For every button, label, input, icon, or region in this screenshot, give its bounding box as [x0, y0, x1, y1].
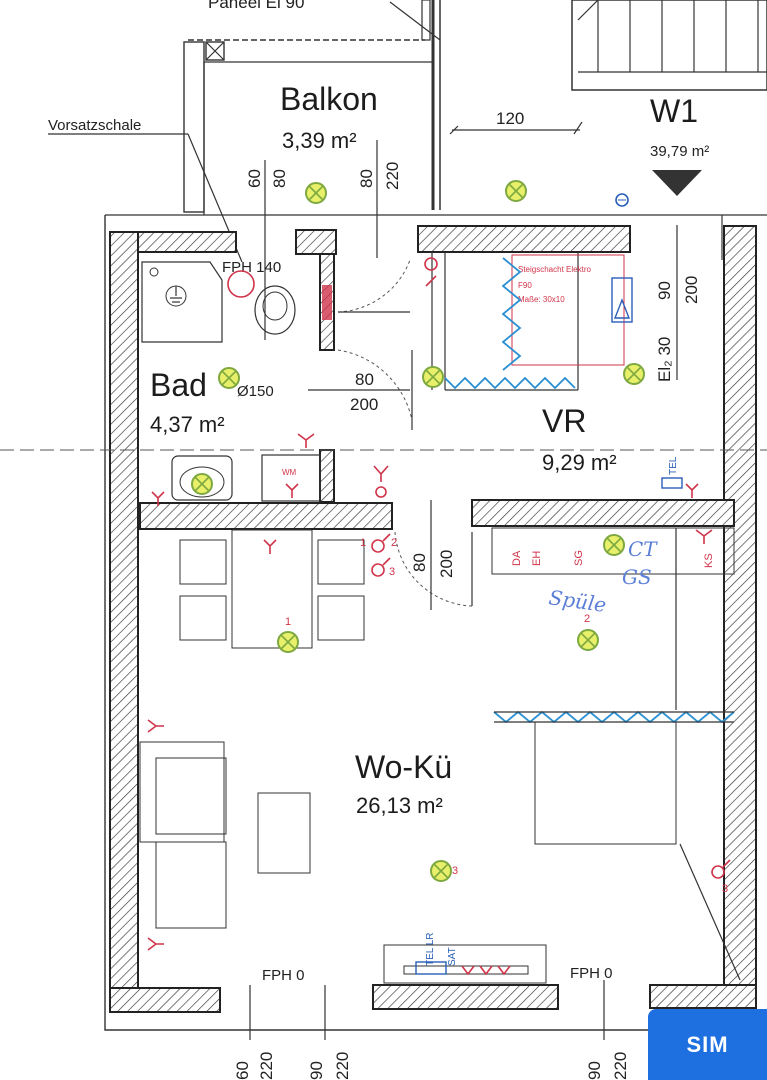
interior-partitions — [0, 252, 767, 451]
label-sg: SG — [573, 550, 585, 566]
socket-icon — [373, 465, 389, 482]
socket-icon — [263, 539, 277, 554]
label-eh: EH — [531, 551, 543, 566]
label-vorsatzschale: Vorsatzschale — [48, 117, 141, 134]
sim-logo: SIM — [648, 1009, 767, 1080]
dim-bottom-90b: 90 — [585, 1061, 604, 1080]
switch-marker-2: 2 — [391, 537, 397, 549]
label-el2: El₂ 30 — [655, 337, 674, 382]
dim-bottom-220b: 220 — [333, 1052, 352, 1080]
label-fph-140: FPH 140 — [222, 259, 281, 276]
staircase — [571, 0, 767, 91]
socket-icon — [695, 529, 713, 544]
label-wm: WM — [282, 468, 297, 477]
lamp-icon — [305, 182, 327, 204]
drain-icon — [227, 270, 255, 298]
label-pipe: Ø150 — [237, 383, 274, 400]
dim-80d: 80 — [410, 553, 429, 572]
label-steigschacht-2: F90 — [518, 281, 532, 290]
label-ks: KS — [703, 553, 715, 568]
room-area-w1: 39,79 m² — [650, 143, 709, 160]
socket-icon — [297, 433, 315, 448]
sensor-icon — [615, 193, 629, 207]
dim-bottom-60: 60 — [233, 1061, 252, 1080]
lamp-icon — [277, 631, 299, 653]
switch-marker-3: 3 — [389, 566, 395, 578]
room-name-w1: W1 — [650, 93, 698, 129]
switch-icon — [424, 257, 438, 287]
lamp-icon — [505, 180, 527, 202]
dim-60a: 60 — [245, 169, 264, 188]
switch-icon — [711, 859, 731, 879]
label-tel: TEL — [668, 456, 679, 475]
dim-80b: 80 — [357, 169, 376, 188]
lamp-icon — [577, 629, 599, 651]
room-name-bad: Bad — [150, 367, 207, 403]
dining-set — [179, 529, 365, 649]
room-name-vr: VR — [542, 403, 586, 439]
dim-bottom-90a: 90 — [307, 1061, 326, 1080]
lamp-marker-1: 1 — [285, 616, 291, 628]
electrical-shaft: Steigschacht Elektro F90 Maße: 30x10 — [444, 193, 633, 390]
lamp-icon — [191, 473, 213, 495]
handwritten-ct: CT — [628, 537, 658, 561]
label-tel-lr: TEL LR — [425, 932, 436, 966]
balcony — [183, 41, 432, 215]
lamp-icon — [603, 534, 625, 556]
switch-icon — [371, 557, 391, 577]
lamp-icon — [623, 363, 645, 385]
dim-90a: 90 — [655, 281, 674, 300]
washing-machine — [261, 454, 321, 502]
dim-200b: 200 — [350, 395, 378, 414]
socket-icon — [285, 483, 299, 498]
lamp-marker-2: 2 — [584, 613, 590, 625]
tv-socket-row — [415, 961, 511, 976]
switch-icon — [371, 533, 391, 553]
lamp-marker-3: 3 — [452, 865, 458, 877]
switch-icon — [375, 486, 387, 498]
room-area-woku: 26,13 m² — [356, 793, 443, 818]
lamp-icon — [218, 367, 240, 389]
toilet-icon — [254, 285, 296, 335]
living-furniture — [139, 721, 741, 984]
bathroom-fixtures: Ø150 WM — [141, 261, 332, 502]
dim-220a: 220 — [383, 162, 402, 190]
switch-marker-right-3: 3 — [722, 883, 728, 895]
label-sat: SAT — [447, 947, 458, 966]
dim-bottom-220c: 220 — [611, 1052, 630, 1080]
socket-icon — [147, 937, 164, 951]
door-swings — [337, 259, 473, 607]
dim-200c: 200 — [437, 550, 456, 578]
exterior-walls — [109, 225, 757, 1013]
dim-200a: 200 — [682, 276, 701, 304]
handwritten-gs: GS — [622, 565, 652, 589]
dim-bottom-220a: 220 — [257, 1052, 276, 1080]
socket-icon — [147, 719, 164, 733]
lamp-icon — [430, 860, 452, 882]
label-steigschacht-1: Steigschacht Elektro — [518, 265, 591, 274]
handwritten-spuele: Spüle — [547, 585, 607, 617]
room-name-woku: Wo-Kü — [355, 749, 452, 785]
switch-marker-1: 1 — [360, 537, 366, 549]
dim-120: 120 — [496, 109, 524, 128]
label-steigschacht-3: Maße: 30x10 — [518, 295, 565, 304]
sink-icon — [171, 455, 233, 501]
kitchen-counter — [491, 527, 735, 710]
socket-icon — [685, 483, 699, 498]
label-fph-0-right: FPH 0 — [570, 965, 613, 982]
top-partial-label: Paneel El 90 — [208, 0, 304, 12]
north-arrow-icon — [652, 170, 702, 196]
dim-80c: 80 — [355, 370, 374, 389]
room-area-bad: 4,37 m² — [150, 412, 225, 437]
dim-80a: 80 — [270, 169, 289, 188]
room-name-balkon: Balkon — [280, 81, 378, 117]
socket-icon — [151, 491, 165, 506]
room-area-vr: 9,29 m² — [542, 450, 617, 475]
label-fph-0-left: FPH 0 — [262, 967, 305, 984]
logo-text: SIM — [686, 1031, 729, 1057]
label-da: DA — [511, 550, 523, 566]
room-area-balkon: 3,39 m² — [282, 128, 357, 153]
lamp-icon — [422, 366, 444, 388]
